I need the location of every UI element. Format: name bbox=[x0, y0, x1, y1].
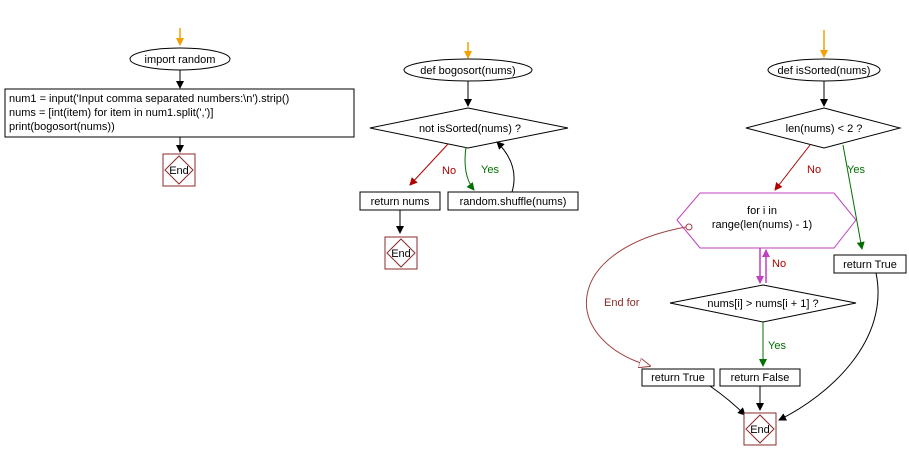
main-code-line-3: print(bogosort(nums)) bbox=[9, 121, 115, 133]
is-sorted-return-true-label: return True bbox=[651, 372, 705, 384]
main-end-node bbox=[162, 153, 196, 187]
is-sorted-early-return-node bbox=[833, 254, 907, 274]
is-sorted-early-return-to-end bbox=[778, 272, 879, 421]
bogosort-shuffle-node bbox=[447, 191, 579, 211]
bogosort-return-label: return nums bbox=[371, 196, 430, 208]
is-sorted-loop-node bbox=[676, 192, 857, 249]
main-end-label: End bbox=[169, 165, 189, 177]
is-sorted-inner-yes-label: Yes bbox=[768, 340, 786, 352]
bogosort-start-label: def bogosort(nums) bbox=[420, 65, 515, 77]
bogosort-no-edge bbox=[409, 143, 449, 186]
is-sorted-condition-node bbox=[745, 107, 902, 149]
is-sorted-end-node bbox=[743, 412, 777, 446]
main-code-line-1: num1 = input('Input comma separated numb… bbox=[9, 93, 289, 105]
is-sorted-end-for-label: End for bbox=[604, 297, 640, 309]
is-sorted-start-label: def isSorted(nums) bbox=[778, 65, 871, 77]
is-sorted-no-edge bbox=[774, 144, 811, 191]
bogosort-loop-back-edge bbox=[496, 141, 515, 193]
bogosort-yes-label: Yes bbox=[481, 164, 499, 176]
is-sorted-inner-condition-label: nums[i] > nums[i + 1] ? bbox=[707, 298, 818, 310]
is-sorted-end-label: End bbox=[750, 424, 770, 436]
is-sorted-no-label: No bbox=[807, 164, 821, 176]
is-sorted-end-for-edge bbox=[585, 226, 687, 366]
bogosort-end-node bbox=[384, 236, 418, 270]
bogosort-condition-node bbox=[369, 107, 569, 149]
is-sorted-yes-label: Yes bbox=[847, 164, 865, 176]
main-end-diamond bbox=[164, 155, 194, 185]
bogosort-end-label: End bbox=[391, 248, 411, 260]
bogosort-flow: def bogosort(nums) not isSorted(nums) ? … bbox=[359, 42, 579, 270]
is-sorted-return-true-node bbox=[641, 368, 715, 387]
bogosort-shuffle-label: random.shuffle(nums) bbox=[460, 196, 567, 208]
is-sorted-loop-label-2: range(len(nums) - 1) bbox=[712, 219, 812, 231]
main-start-label: import random bbox=[145, 54, 216, 66]
is-sorted-loop-exit-port bbox=[685, 223, 693, 231]
main-flow: import random num1 = input('Input comma … bbox=[4, 28, 355, 187]
main-code-line-2: nums = [int(item) for item in num1.split… bbox=[9, 107, 213, 119]
bogosort-condition-label: not isSorted(nums) ? bbox=[419, 123, 521, 135]
is-sorted-end-diamond bbox=[745, 414, 775, 444]
bogosort-no-label: No bbox=[442, 165, 456, 177]
is-sorted-return-true-to-end bbox=[709, 385, 746, 416]
is-sorted-loop-no-label: No bbox=[772, 258, 786, 270]
is-sorted-return-false-label: return False bbox=[731, 372, 790, 384]
bogosort-end-diamond bbox=[386, 238, 416, 268]
is-sorted-condition-label: len(nums) < 2 ? bbox=[786, 123, 863, 135]
is-sorted-loop-label-1: for i in bbox=[747, 205, 777, 217]
main-code-block bbox=[4, 88, 355, 138]
bogosort-yes-edge bbox=[464, 146, 475, 191]
is-sorted-flow: def isSorted(nums) len(nums) < 2 ? Yes r… bbox=[585, 30, 907, 446]
is-sorted-early-return-label: return True bbox=[843, 259, 897, 271]
is-sorted-yes-edge bbox=[842, 144, 865, 250]
